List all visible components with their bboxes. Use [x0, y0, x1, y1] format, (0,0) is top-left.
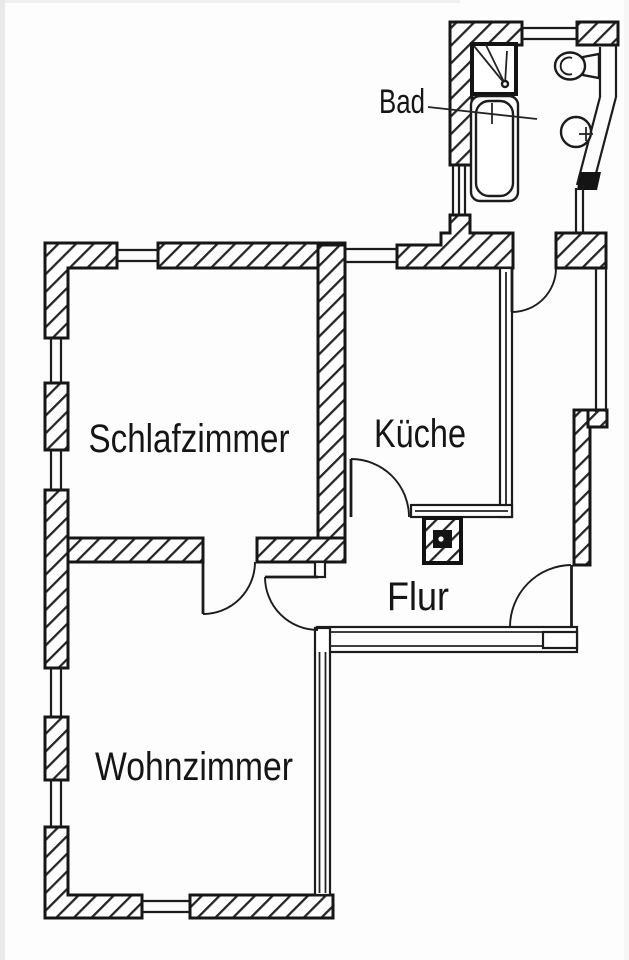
wall-segment [43, 381, 70, 452]
wall-segment [575, 20, 620, 47]
window [345, 247, 397, 264]
sink-icon [559, 115, 593, 149]
room-label-wohnzimmer: Wohnzimmer [95, 745, 293, 789]
hall-bottom-wall [315, 625, 579, 654]
entrance-threshold [541, 630, 579, 650]
wall-segment [43, 825, 144, 920]
entrance-door [509, 564, 573, 628]
windows [49, 26, 577, 914]
window [142, 899, 190, 914]
wall-segment [43, 241, 119, 340]
wall-segment [586, 408, 609, 429]
room-label-kueche: Küche [374, 412, 466, 456]
window [522, 26, 577, 41]
chimney-icon [422, 516, 463, 565]
wall-segment [188, 893, 335, 920]
kitchen-door [349, 458, 410, 518]
wall-segment [43, 715, 70, 782]
doors [201, 267, 573, 631]
bathroom-fixtures [469, 42, 601, 203]
wall-segment [316, 243, 347, 540]
bathtub-icon [469, 94, 520, 203]
window [49, 668, 63, 717]
wall-segment [66, 536, 205, 564]
wall-foot-solid [577, 172, 601, 190]
hall-livingroom-door [264, 575, 319, 631]
shower-icon [470, 42, 518, 96]
room-label-schlafzimmer: Schlafzimmer [89, 417, 290, 461]
door-stub-wall [313, 560, 327, 579]
bad-leader-line [427, 106, 538, 120]
wall-segment [395, 213, 515, 270]
room-labels: Bad Schlafzimmer Küche Flur Wohnzimmer [89, 83, 538, 789]
bathroom-door [510, 267, 557, 313]
wall-segment [572, 408, 592, 567]
wall-segment [255, 536, 347, 564]
room-label-bad: Bad [379, 83, 425, 121]
livingroom-east-wall [313, 626, 332, 897]
wall-segment [554, 231, 608, 270]
wall-segment [43, 488, 70, 670]
toilet-icon [553, 51, 601, 81]
facade-slant-line [591, 96, 618, 186]
interior-thin-walls [313, 45, 618, 897]
window [49, 450, 63, 490]
room-label-flur: Flur [387, 575, 449, 619]
window [49, 338, 63, 383]
window [117, 248, 158, 263]
bedroom-livingroom-door [201, 561, 256, 615]
window [49, 780, 63, 827]
